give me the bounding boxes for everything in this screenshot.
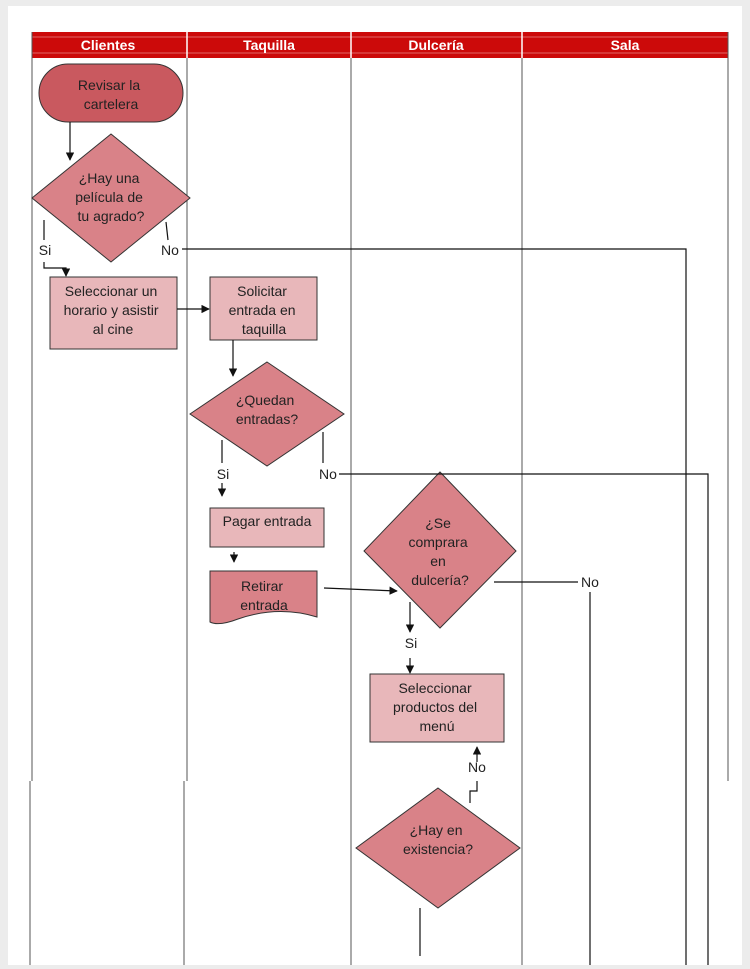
- quedan-text: ¿Quedan entradas?: [236, 392, 298, 427]
- label-no-existencia: No: [468, 759, 486, 775]
- revisar-text: Revisar la cartelera: [78, 77, 144, 112]
- se-comprara-text: ¿Se comprara en dulcería?: [408, 515, 471, 588]
- seleccionar-horario-text: Seleccionar un horario y asistir al cine: [64, 283, 163, 337]
- process-pagar: [209, 507, 325, 548]
- lane-header-bar: [32, 32, 728, 58]
- decision-quedan: [189, 361, 345, 467]
- lane-header-taquilla: Taquilla: [243, 37, 295, 53]
- seleccionar-productos-text: Seleccionar productos del menú: [393, 680, 481, 734]
- pagar-text: Pagar entrada: [223, 513, 312, 529]
- swimlane-flowchart: Clientes Taquilla Dulcería Sala: [29, 32, 729, 965]
- lane-header-dulceria: Dulcería: [408, 37, 463, 53]
- connectors: [43, 122, 709, 965]
- label-si-dulceria: Si: [405, 635, 417, 651]
- decision-hay-pelicula: [31, 133, 191, 263]
- label-si-quedan: Si: [217, 466, 229, 482]
- start-node-revisar: [38, 63, 184, 123]
- diagram-page: Clientes Taquilla Dulcería Sala: [8, 6, 742, 965]
- hay-pelicula-text: ¿Hay una película de tu agrado?: [75, 170, 147, 224]
- lane-dividers: [29, 32, 729, 965]
- decision-se-comprara: [363, 471, 517, 629]
- lane-header-sala: Sala: [611, 37, 640, 53]
- label-no-quedan: No: [319, 466, 337, 482]
- decision-hay-existencia: [355, 787, 521, 909]
- process-seleccionar-horario: [49, 276, 178, 350]
- solicitar-text: Solicitar entrada en taquilla: [229, 283, 300, 337]
- process-solicitar: [209, 276, 318, 341]
- retirar-text: Retirar entrada: [240, 578, 288, 613]
- process-seleccionar-productos: [369, 673, 505, 743]
- document-retirar: [209, 570, 318, 625]
- label-no-dulceria: No: [581, 574, 599, 590]
- lane-header-clientes: Clientes: [81, 37, 136, 53]
- hay-existencia-text: ¿Hay en existencia?: [403, 822, 473, 857]
- label-si-pelicula: Si: [39, 242, 51, 258]
- label-no-pelicula: No: [161, 242, 179, 258]
